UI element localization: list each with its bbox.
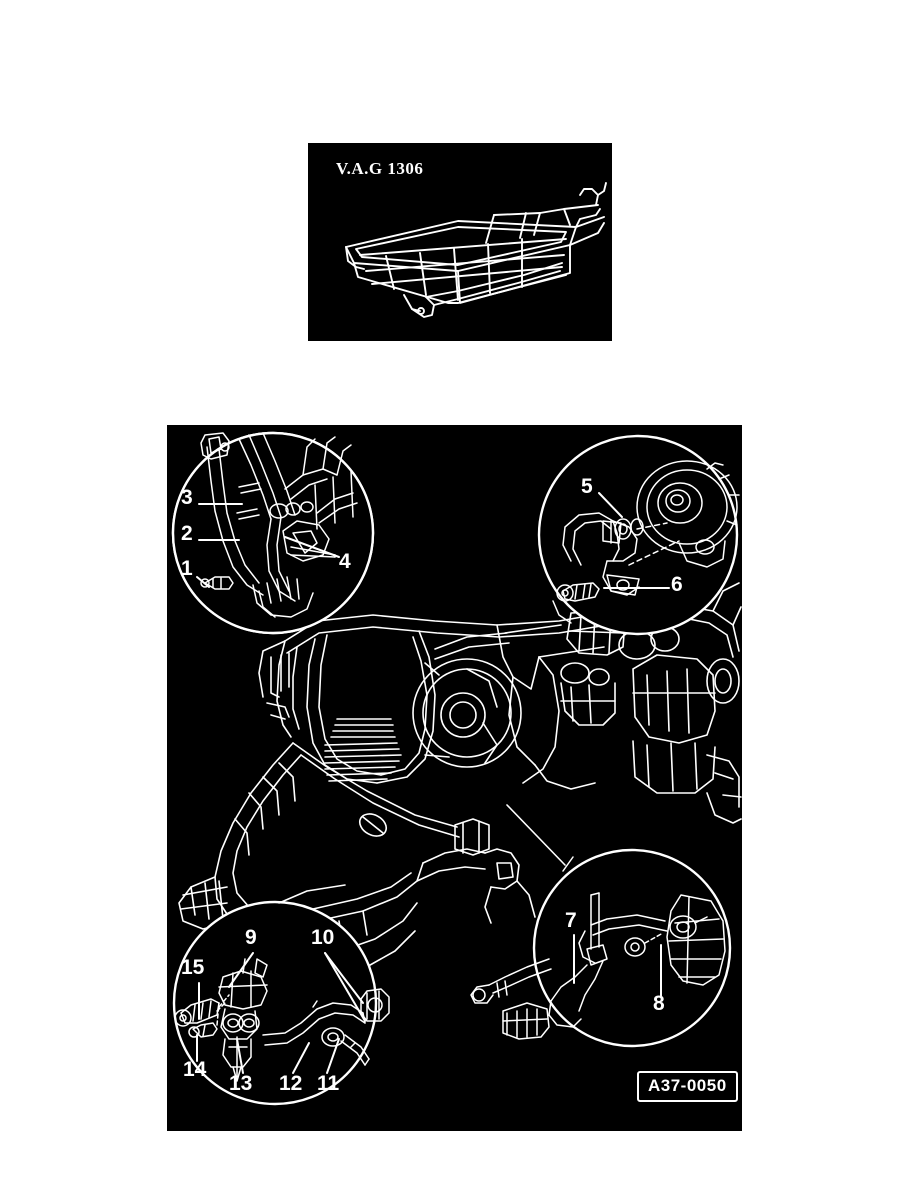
reference-code-box: A37-0050	[637, 1071, 738, 1102]
callout-label-2: 2	[181, 522, 193, 545]
callout-label-1: 1	[181, 557, 193, 580]
engine-assembly-illustration	[171, 431, 742, 1106]
callout-label-15: 15	[181, 956, 205, 979]
callout-label-13: 13	[229, 1072, 253, 1095]
drain-pan-tool-illustration	[345, 182, 607, 318]
tool-panel: V.A.G 1306	[308, 143, 612, 341]
callout-label-12: 12	[279, 1072, 303, 1095]
callout-label-7: 7	[565, 909, 577, 932]
callout-bottom-right-detail	[470, 848, 732, 1048]
callout-label-11: 11	[317, 1072, 340, 1095]
callout-label-6: 6	[671, 573, 683, 596]
callout-top-right-detail	[537, 434, 740, 636]
callout-label-8: 8	[653, 992, 665, 1015]
callout-label-9: 9	[245, 926, 257, 949]
callout-label-3: 3	[181, 486, 193, 509]
reference-code-text: A37-0050	[648, 1076, 727, 1095]
callout-label-5: 5	[581, 475, 593, 498]
callout-top-left-detail	[171, 431, 375, 635]
diagram-panel: 3 2 1 4 5 6 7 8 9 10 15 14 13 12 11 A37-…	[167, 425, 742, 1131]
callout-label-4: 4	[339, 550, 351, 573]
callout-label-14: 14	[183, 1058, 207, 1081]
transmission-assembly	[178, 742, 536, 978]
tool-title: V.A.G 1306	[336, 159, 424, 178]
callout-label-10: 10	[311, 926, 335, 949]
callout-leader-lines	[196, 492, 670, 1074]
